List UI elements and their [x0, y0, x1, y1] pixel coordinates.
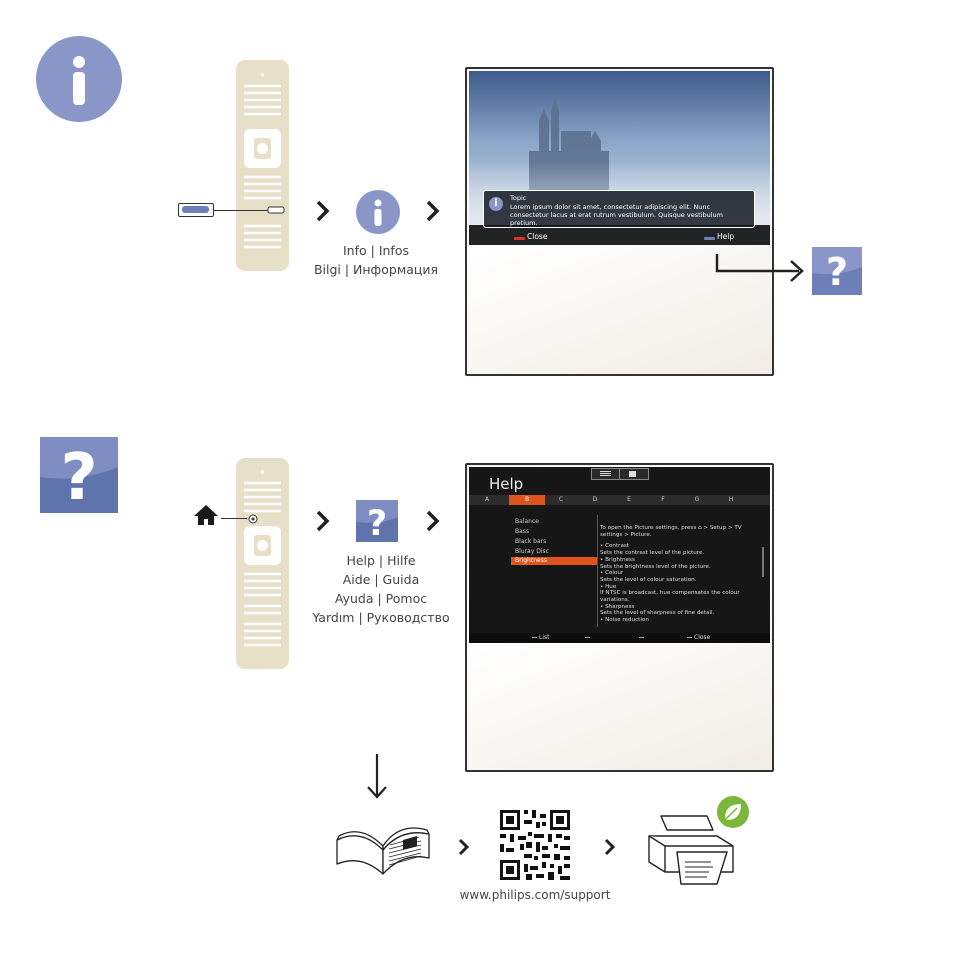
home-icon: [194, 505, 218, 525]
letter-item: F: [661, 496, 665, 503]
info-button-icon: [356, 190, 400, 234]
svg-text:?: ?: [60, 441, 97, 513]
caption-line: Aide | Guida: [342, 572, 420, 587]
topic-panel: i Topic Lorem ipsum dolor sit amet, cons…: [483, 190, 755, 228]
chevron-right-icon: [426, 200, 440, 222]
list-icon: [600, 471, 611, 472]
scrollbar: [762, 547, 764, 577]
footer-close: Close: [694, 634, 711, 641]
letter-item: D: [592, 496, 598, 503]
list-item: Bass: [515, 528, 530, 535]
printer-icon: [648, 815, 734, 885]
help-caption: Help | Hilfe Aide | Guida Ayuda | Pomoc …: [306, 551, 456, 627]
content-line: Sets the level of sharpness of fine deta…: [600, 610, 715, 617]
content-line: Sets the level of colour saturation.: [600, 576, 697, 583]
blue-key-icon: [704, 237, 715, 240]
caption-line: Yardım | Руководство: [312, 610, 450, 625]
info-badge-icon: [36, 36, 122, 122]
arrow-down-icon: [367, 754, 387, 799]
intro-text: To open the Picture settings, press: [600, 525, 697, 531]
callout-line: [221, 518, 247, 519]
tv-info-screen: i Topic Lorem ipsum dolor sit amet, cons…: [465, 67, 774, 376]
help-title: Help: [489, 475, 524, 493]
letter-item: B: [524, 496, 530, 503]
content-line: • Brightness: [600, 556, 635, 563]
list-item: Bluray Disc: [515, 548, 549, 555]
support-url[interactable]: www.philips.com/support: [459, 888, 611, 902]
key-mark: [532, 637, 537, 638]
help-app-screen: Help A B C D E F G H Balance Bass Black …: [469, 467, 770, 643]
content-line: • Colour: [600, 570, 624, 577]
close-label: Close: [527, 232, 548, 241]
help-content: To open the Picture settings, press ⌂ > …: [600, 525, 750, 624]
letter-item: C: [558, 496, 564, 503]
book-icon: [629, 471, 636, 477]
qr-code: [498, 808, 572, 882]
content-line: • Noise reduction: [600, 617, 649, 624]
content-line: If NTSC is broadcast, hue compensates th…: [600, 590, 740, 604]
home-small-icon: ⌂: [698, 525, 702, 531]
chevron-right-icon: [458, 838, 470, 856]
help-label: Help: [717, 232, 735, 241]
key-mark: [687, 637, 692, 638]
remote-control: [236, 60, 289, 271]
letters-bar: A B C D E F G H: [469, 495, 770, 505]
topic-text: Lorem ipsum dolor sit amet, consectetur …: [510, 203, 723, 227]
caption-line: Info | Infos: [343, 243, 409, 258]
arrow-to-help-icon: [715, 254, 804, 282]
content-line: Sets the brightness level of the picture…: [600, 563, 711, 570]
footer-list: List: [539, 634, 550, 641]
intro-line: To open the Picture settings, press ⌂ > …: [600, 525, 750, 538]
caption-line: Ayuda | Pomoc: [334, 591, 428, 606]
content-line: • Sharpness: [600, 603, 635, 610]
qr-code-icon: [498, 808, 572, 882]
letter-item: G: [694, 496, 700, 503]
red-key-icon: [514, 237, 525, 240]
list-item: Black bars: [515, 538, 547, 545]
info-small-icon: i: [489, 197, 503, 211]
topic-title: Topic: [510, 194, 527, 202]
letter-item-active: [509, 495, 545, 505]
top-tabs: [591, 468, 649, 480]
list-item: Balance: [515, 518, 539, 525]
caption-line: Help | Hilfe: [346, 553, 416, 568]
remote-control: [236, 458, 289, 669]
letter-item: H: [728, 496, 734, 503]
content-line: Sets the contrast level of the picture.: [600, 550, 705, 557]
manual-book-icon: [336, 827, 430, 875]
letter-item: E: [627, 496, 631, 503]
info-caption: Info | Infos Bilgi | Информация: [306, 241, 446, 279]
chevron-right-icon: [604, 838, 616, 856]
chevron-right-icon: [316, 510, 330, 532]
svg-text:?: ?: [826, 250, 848, 294]
list-item-selected: Brightness: [511, 557, 597, 565]
tv-help-screen: Help A B C D E F G H Balance Bass Black …: [465, 463, 774, 772]
chevron-right-icon: [316, 200, 330, 222]
content-line: • Contrast: [600, 543, 629, 550]
info-key-callout: [178, 203, 214, 217]
caption-line: Bilgi | Информация: [313, 262, 439, 277]
help-footer: List Close: [469, 633, 770, 643]
chevron-right-icon: [426, 510, 440, 532]
callout-line: [214, 210, 268, 211]
content-line: • Hue: [600, 583, 617, 590]
intro-path: > Setup > TV settings > Picture.: [600, 525, 742, 538]
tv-screen-image: i Topic Lorem ipsum dolor sit amet, cons…: [469, 71, 770, 245]
divider: [597, 515, 598, 627]
key-mark: [585, 637, 590, 638]
key-mark: [639, 637, 644, 638]
eco-leaf-icon: [717, 796, 749, 828]
help-question-icon: ?: [812, 247, 862, 295]
topic-list: Balance Bass Black bars Bluray Disc Brig…: [511, 517, 597, 565]
help-button-icon: ?: [356, 500, 398, 544]
svg-text:?: ?: [367, 504, 387, 542]
letter-item: A: [484, 496, 490, 503]
help-badge-icon: ?: [40, 437, 118, 515]
